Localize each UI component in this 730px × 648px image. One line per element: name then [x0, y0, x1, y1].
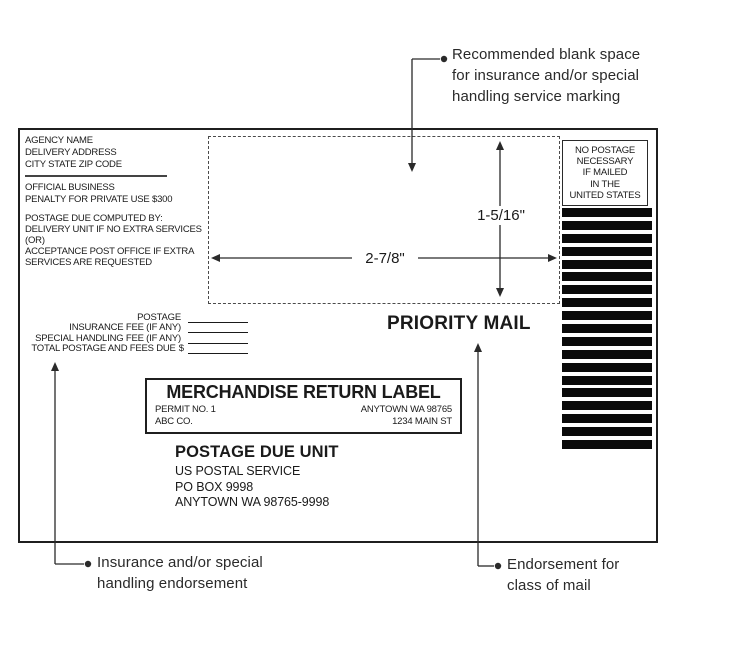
address-divider-line: [25, 175, 167, 177]
width-dimension-label: 2-7/8": [352, 249, 418, 268]
mrl-address-block: ANYTOWN WA 98765 1234 MAIN ST: [360, 404, 453, 428]
pdu-pobox-line: PO BOX 9998: [175, 479, 254, 494]
delivery-unit-line: DELIVERY UNIT IF NO EXTRA SERVICES: [25, 224, 202, 235]
bullet-icon: [440, 55, 448, 63]
facing-bar: [562, 259, 652, 269]
fee-label-insurance: INSURANCE FEE (IF ANY): [69, 322, 181, 333]
facing-bar: [562, 388, 652, 398]
no-postage-line3: IF MAILED: [582, 167, 628, 179]
fee-row-special-handling: SPECIAL HANDLING FEE (IF ANY): [30, 333, 248, 344]
mrl-company-line: ABC CO.: [155, 416, 193, 427]
facing-identification-bars: [562, 208, 652, 453]
mrl-permit-line: PERMIT NO. 1: [155, 404, 216, 415]
callout-insurance-endorsement: Insurance and/or special handling endors…: [97, 552, 263, 594]
callout-blank-space-line3: handling service marking: [452, 88, 621, 105]
height-dimension-label: 1-5/16": [468, 206, 534, 225]
facing-bar: [562, 336, 652, 346]
no-postage-line5: UNITED STATES: [569, 189, 641, 201]
agency-name-line: AGENCY NAME: [25, 135, 93, 146]
facing-bar: [562, 298, 652, 308]
official-business-line: OFFICIAL BUSINESS: [25, 182, 115, 193]
facing-bar: [562, 440, 652, 450]
callout-class-endorsement: Endorsement for class of mail: [507, 554, 619, 596]
callout-class-line2: class of mail: [507, 577, 591, 594]
callout-insurance-line1: Insurance and/or special: [97, 554, 263, 571]
facing-bar: [562, 246, 652, 256]
fee-blank-line: [188, 344, 248, 354]
facing-bar: [562, 401, 652, 411]
facing-bar: [562, 208, 652, 217]
blank-space-dashed-box: [208, 136, 560, 304]
facing-bar: [562, 272, 652, 282]
facing-bar: [562, 362, 652, 372]
no-postage-line2: NECESSARY: [576, 156, 634, 168]
merchandise-return-label-box: MERCHANDISE RETURN LABEL PERMIT NO. 1 AB…: [145, 378, 462, 434]
fee-blank-line: [188, 334, 248, 344]
postage-due-unit-title: POSTAGE DUE UNIT: [175, 443, 339, 461]
bullet-icon: [494, 562, 502, 570]
postage-due-computed-line: POSTAGE DUE COMPUTED BY:: [25, 213, 163, 224]
fee-blank-line: [188, 323, 248, 333]
mrl-title: MERCHANDISE RETURN LABEL: [166, 382, 441, 402]
facing-bar: [562, 375, 652, 385]
fee-label-postage: POSTAGE: [137, 311, 181, 323]
callout-insurance-line2: handling endorsement: [97, 575, 248, 592]
fee-label-special-handling: SPECIAL HANDLING FEE (IF ANY): [35, 332, 181, 344]
or-line: (OR): [25, 235, 45, 246]
fee-entry-block: POSTAGE INSURANCE FEE (IF ANY) SPECIAL H…: [30, 312, 248, 354]
penalty-line: PENALTY FOR PRIVATE USE $300: [25, 194, 173, 205]
fee-blank-line: [188, 313, 248, 323]
facing-bar: [562, 311, 652, 321]
fee-row-insurance: INSURANCE FEE (IF ANY): [30, 322, 248, 333]
delivery-address-line: DELIVERY ADDRESS: [25, 147, 117, 158]
city-state-zip-line: CITY STATE ZIP CODE: [25, 159, 122, 170]
return-address-block: AGENCY NAME DELIVERY ADDRESS CITY STATE …: [25, 135, 202, 268]
no-postage-line1: NO POSTAGE: [574, 145, 636, 156]
callout-blank-space-line2: for insurance and/or special: [452, 67, 640, 84]
class-of-mail-marking: PRIORITY MAIL: [387, 313, 531, 334]
callout-class-line1: Endorsement for: [507, 556, 620, 573]
acceptance-post-office-line: ACCEPTANCE POST OFFICE IF EXTRA: [25, 246, 195, 257]
facing-bar: [562, 324, 652, 334]
facing-bar: [562, 427, 652, 437]
mrl-street-line: 1234 MAIN ST: [392, 416, 452, 427]
fee-row-postage: POSTAGE: [30, 312, 248, 323]
facing-bar: [562, 285, 652, 295]
bullet-icon: [84, 560, 92, 568]
no-postage-line4: IN THE: [590, 178, 620, 190]
callout-blank-space-line1: Recommended blank space: [452, 46, 641, 63]
facing-bar: [562, 233, 652, 243]
facing-bar: [562, 349, 652, 359]
fee-row-total: TOTAL POSTAGE AND FEES DUE $: [30, 343, 248, 354]
fee-dollar-sign: $: [178, 343, 184, 354]
mrl-city-line: ANYTOWN WA 98765: [360, 404, 453, 415]
mrl-permit-block: PERMIT NO. 1 ABC CO.: [155, 404, 216, 428]
facing-bar: [562, 414, 652, 424]
no-postage-box: NO POSTAGE NECESSARY IF MAILED IN THE UN…: [562, 140, 648, 206]
envelope-outline: [18, 128, 658, 543]
postage-due-unit-block: POSTAGE DUE UNIT US POSTAL SERVICE PO BO…: [175, 443, 339, 511]
facing-bar: [562, 220, 652, 230]
fee-label-total: TOTAL POSTAGE AND FEES DUE: [31, 343, 176, 354]
services-requested-line: SERVICES ARE REQUESTED: [25, 257, 152, 268]
pdu-service-line: US POSTAL SERVICE: [175, 464, 301, 478]
callout-blank-space: Recommended blank space for insurance an…: [452, 44, 640, 107]
pdu-city-line: ANYTOWN WA 98765-9998: [175, 495, 330, 509]
